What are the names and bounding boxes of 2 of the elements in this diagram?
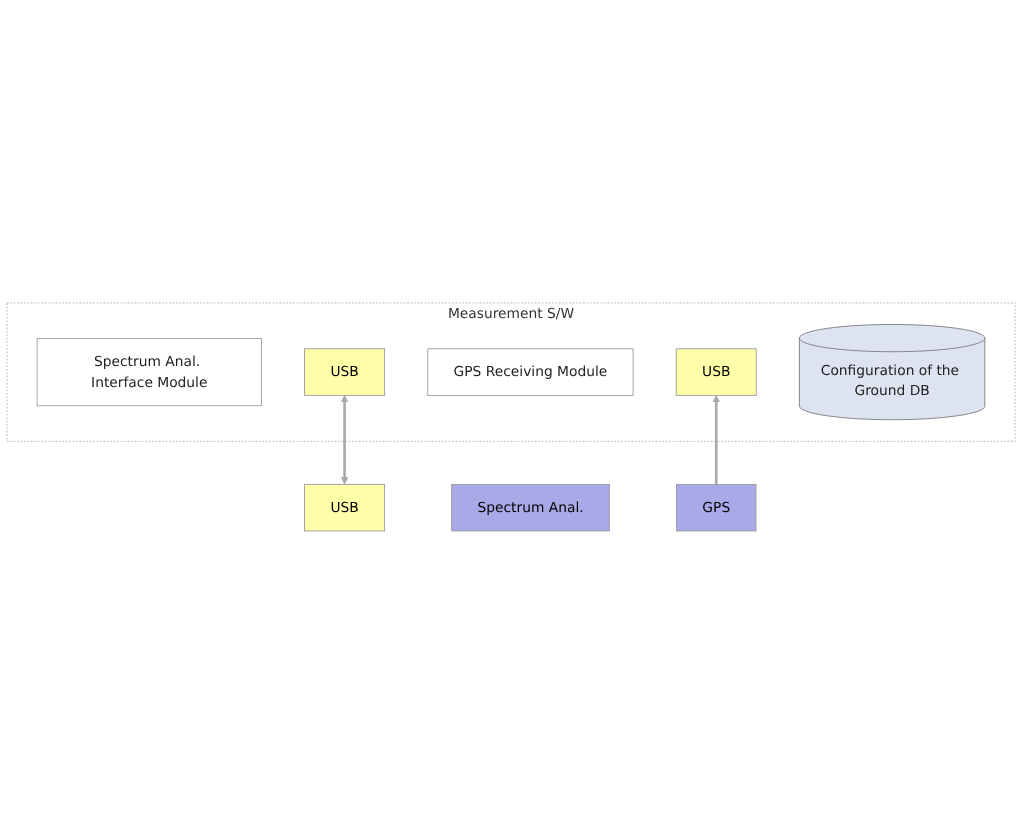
arrow bbox=[340, 395, 349, 485]
arrow bbox=[712, 395, 721, 485]
